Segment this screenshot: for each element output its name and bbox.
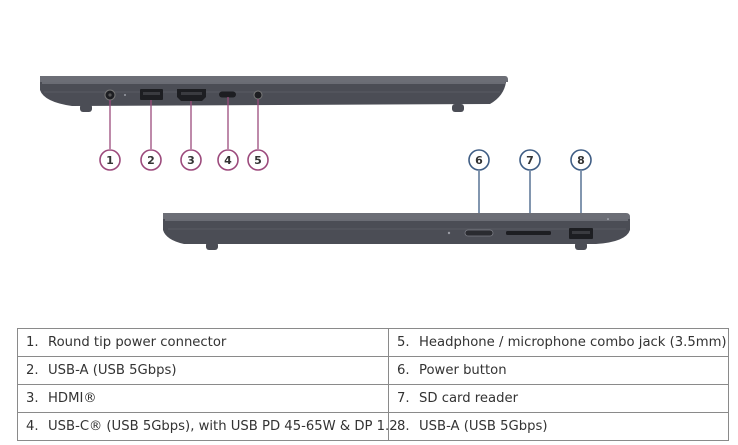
headphone-jack-port [253, 90, 263, 100]
table-cell: 1. Round tip power connector [17, 328, 389, 357]
callout-6: 6 [468, 149, 490, 171]
table-cell: 6. Power button [388, 356, 729, 385]
table-row: 4. USB-C® (USB 5Gbps), with USB PD 45-65W… [17, 412, 729, 441]
item-label: USB-A (USB 5Gbps) [48, 363, 177, 378]
item-label: Headphone / microphone combo jack (3.5mm… [419, 335, 727, 350]
svg-text:5: 5 [254, 154, 262, 167]
item-number: 5. [397, 335, 410, 350]
item-number: 3. [26, 391, 39, 406]
item-label: Power button [419, 363, 507, 378]
item-label: Round tip power connector [48, 335, 227, 350]
table-cell: 7. SD card reader [388, 384, 729, 413]
port-legend-table: 1. Round tip power connector 5. Headphone … [17, 328, 729, 441]
table-cell: 3. HDMI® [17, 384, 389, 413]
svg-text:8: 8 [577, 154, 585, 167]
callout-2: 2 [140, 149, 162, 171]
table-cell: 4. USB-C® (USB 5Gbps), with USB PD 45-65W… [17, 412, 398, 441]
laptop-right-side-view [163, 213, 630, 250]
item-number: 6. [397, 363, 410, 378]
laptop-ports-figure: 1 2 3 4 5 6 7 8 [40, 76, 630, 250]
svg-text:1: 1 [106, 154, 114, 167]
sd-card-slot [506, 231, 551, 235]
callout-1: 1 [99, 149, 121, 171]
item-number: 4. [26, 419, 39, 434]
callout-5: 5 [247, 149, 269, 171]
svg-text:2: 2 [147, 154, 155, 167]
usb-c-port [219, 91, 236, 98]
table-cell: 5. Headphone / microphone combo jack (3.5… [388, 328, 729, 357]
callout-8: 8 [570, 149, 592, 171]
table-row: 3. HDMI® 7. SD card reader [17, 384, 729, 413]
svg-text:6: 6 [475, 154, 483, 167]
table-row: 2. USB-A (USB 5Gbps) 6. Power button [17, 356, 729, 385]
power-button [464, 229, 494, 237]
item-label: SD card reader [419, 391, 519, 406]
svg-text:7: 7 [526, 154, 534, 167]
item-label: USB-C® (USB 5Gbps), with USB PD 45-65W &… [48, 419, 398, 434]
callout-3: 3 [180, 149, 202, 171]
laptop-left-side-view [40, 76, 508, 112]
table-cell: 8. USB-A (USB 5Gbps) [388, 412, 729, 441]
item-number: 1. [26, 335, 39, 350]
callout-7: 7 [519, 149, 541, 171]
item-number: 8. [397, 419, 410, 434]
svg-text:3: 3 [187, 154, 195, 167]
item-number: 7. [397, 391, 410, 406]
table-cell: 2. USB-A (USB 5Gbps) [17, 356, 389, 385]
item-number: 2. [26, 363, 39, 378]
callout-4: 4 [217, 149, 239, 171]
item-label: HDMI® [48, 391, 97, 406]
item-label: USB-A (USB 5Gbps) [419, 419, 548, 434]
table-row: 1. Round tip power connector 5. Headphone … [17, 328, 729, 357]
svg-text:4: 4 [224, 154, 232, 167]
